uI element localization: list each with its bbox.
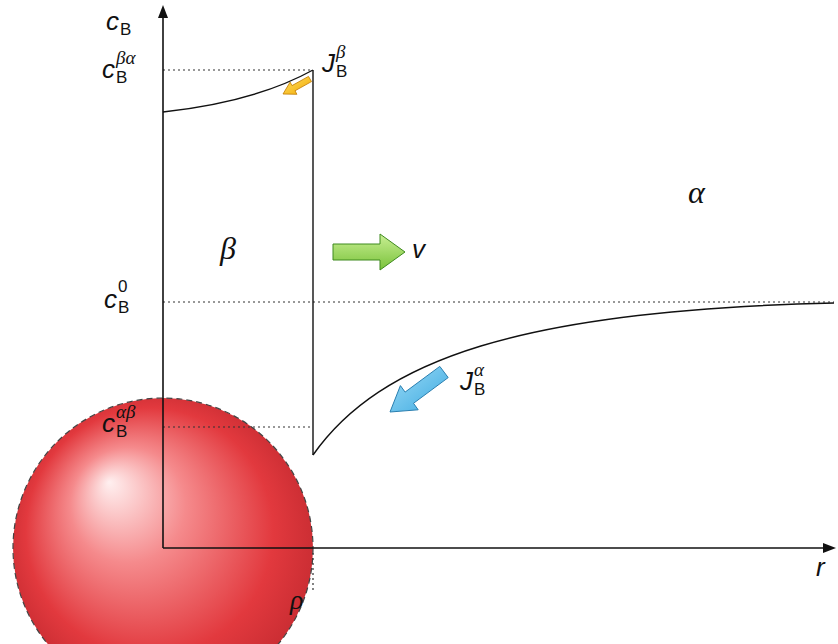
velocity-arrow bbox=[333, 234, 405, 270]
symbol-label: β bbox=[220, 232, 236, 264]
horizontal-axis bbox=[163, 547, 824, 549]
symbol-label: c bbox=[106, 8, 119, 34]
axis-arrowhead bbox=[823, 543, 836, 553]
reference-line bbox=[163, 301, 834, 302]
symbol-label: B bbox=[118, 299, 129, 316]
interface-line bbox=[312, 70, 313, 455]
symbol-label: B bbox=[120, 21, 131, 38]
symbol-label: c bbox=[102, 410, 115, 436]
symbol-label: αβ bbox=[116, 402, 135, 421]
vertical-axis bbox=[162, 16, 164, 548]
symbol-label: J bbox=[460, 368, 473, 394]
symbol-label: B bbox=[116, 69, 127, 86]
symbol-label: ρ bbox=[290, 586, 303, 614]
beta-profile bbox=[163, 70, 313, 112]
symbol-label: B bbox=[336, 63, 347, 80]
symbol-label: B bbox=[116, 423, 127, 440]
symbol-label: c bbox=[102, 56, 115, 82]
symbol-label: r bbox=[816, 554, 825, 580]
flux-arrow bbox=[390, 366, 448, 412]
symbol-label: c bbox=[104, 286, 117, 312]
flux-arrow bbox=[283, 76, 312, 94]
symbol-label: α bbox=[474, 360, 484, 379]
symbol-label: v bbox=[412, 236, 425, 262]
symbol-label: 0 bbox=[118, 278, 127, 295]
reference-line bbox=[163, 426, 313, 427]
reference-line bbox=[163, 69, 313, 70]
axis-arrowhead bbox=[158, 5, 168, 18]
symbol-label: β bbox=[336, 42, 345, 61]
radius-marker bbox=[312, 553, 313, 592]
symbol-label: α bbox=[688, 176, 705, 208]
symbol-label: J bbox=[322, 50, 335, 76]
symbol-label: B bbox=[474, 381, 485, 398]
alpha-profile bbox=[313, 303, 834, 455]
symbol-label: βα bbox=[116, 48, 135, 67]
